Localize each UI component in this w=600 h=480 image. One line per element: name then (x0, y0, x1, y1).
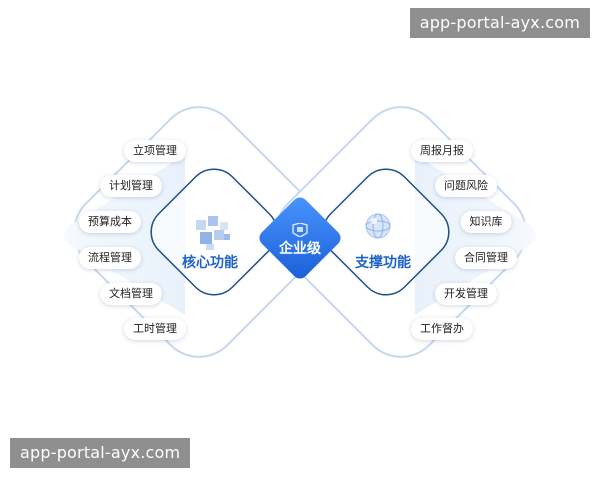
watermark-bottom: app-portal-ayx.com (10, 438, 191, 468)
left-item-timesheet-management[interactable]: 工时管理 (124, 318, 186, 340)
support-functions-title: 支撑功能 (355, 255, 411, 271)
right-item-development-management[interactable]: 开发管理 (435, 283, 497, 305)
center-diamond (259, 197, 341, 279)
left-item-process-management[interactable]: 流程管理 (79, 247, 141, 269)
right-item-weekly-monthly-report[interactable]: 周报月报 (411, 140, 473, 162)
right-item-knowledge-base[interactable]: 知识库 (460, 211, 512, 233)
left-item-document-management[interactable]: 文档管理 (100, 283, 162, 305)
core-functions-title: 核心功能 (182, 255, 238, 271)
right-item-work-supervision[interactable]: 工作督办 (411, 318, 473, 340)
right-item-issue-risk[interactable]: 问题风险 (435, 175, 497, 197)
left-item-plan-management[interactable]: 计划管理 (100, 175, 162, 197)
watermark-top: app-portal-ayx.com (409, 8, 590, 38)
left-item-project-init[interactable]: 立项管理 (124, 140, 186, 162)
enterprise-logo-icon (292, 223, 308, 237)
sphere-icon (365, 213, 391, 239)
left-item-budget-cost[interactable]: 预算成本 (79, 211, 141, 233)
right-item-contract-management[interactable]: 合同管理 (455, 247, 517, 269)
cubes-icon (196, 216, 230, 250)
center-label: 企业级 (279, 241, 321, 257)
